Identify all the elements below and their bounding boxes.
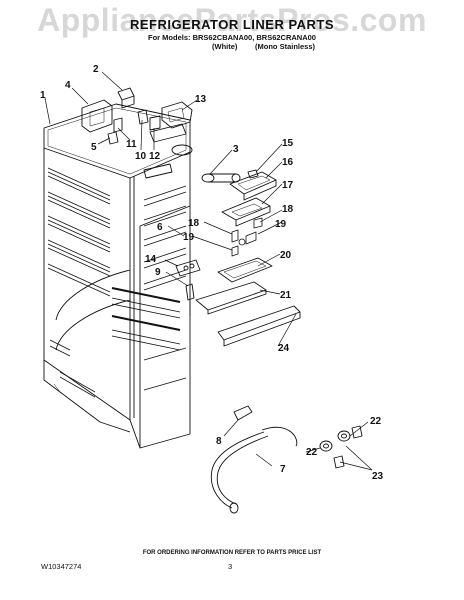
callout-22a: 22 (370, 416, 382, 427)
callout-19a: 19 (275, 219, 287, 230)
part-4-bracket (81, 99, 113, 133)
callout-17: 17 (282, 180, 294, 191)
callout-14: 14 (145, 254, 157, 265)
part-10-clip (137, 109, 149, 125)
part-12-clip (149, 115, 161, 131)
part-5-clip (107, 131, 119, 145)
part-14-switch (175, 259, 201, 277)
part-21-tray (195, 281, 267, 315)
right-shelf-rails (111, 185, 187, 391)
screws-18-19 (231, 217, 263, 257)
part-2-cap (117, 87, 135, 109)
top-housing (143, 123, 193, 179)
part-15-clip (247, 169, 259, 179)
model-numbers: For Models: BRS62CBANA00, BRS62CRANA00 (148, 33, 316, 42)
ordering-info: FOR ORDERING INFORMATION REFER TO PARTS … (142, 550, 322, 556)
part-16-housing (229, 171, 277, 201)
part-22-23-fasteners (319, 425, 363, 469)
callout-4: 4 (65, 80, 71, 91)
callout-19b: 19 (183, 232, 195, 243)
callout-21: 21 (280, 290, 292, 301)
variant-white: (White) (212, 42, 238, 51)
liner-body (43, 103, 191, 449)
callout-10: 10 (135, 151, 147, 162)
callout-13: 13 (195, 94, 207, 105)
callout-20: 20 (280, 250, 292, 261)
callout-5: 5 (91, 142, 97, 153)
part-17-cover (221, 197, 271, 227)
callout-3: 3 (233, 144, 239, 155)
part-13-bracket (161, 101, 193, 129)
callout-24: 24 (278, 343, 290, 354)
callout-15: 15 (282, 138, 294, 149)
rear-ridges (111, 287, 181, 331)
callout-2: 2 (93, 64, 99, 75)
left-shelf-rails (47, 167, 111, 398)
page-number: 3 (228, 562, 233, 571)
callout-11: 11 (126, 139, 137, 150)
callout-23: 23 (372, 471, 384, 482)
part-9-plug (185, 283, 195, 316)
callout-8: 8 (216, 436, 222, 447)
variant-mono-stainless: (Mono Stainless) (255, 42, 316, 51)
callout-18a: 18 (282, 204, 294, 215)
leader-lines (44, 71, 373, 471)
part-8-fitting (233, 405, 253, 421)
diagram-title: REFRIGERATOR LINER PARTS (129, 17, 335, 32)
callout-22b: 22 (306, 447, 318, 458)
callout-1: 1 (40, 90, 46, 101)
callout-18b: 18 (188, 218, 200, 229)
document-number: W10347274 (41, 562, 82, 571)
callout-16: 16 (282, 157, 294, 168)
part-20-board (217, 257, 273, 283)
callout-labels: 1 2 3 4 5 6 7 8 9 10 11 12 13 14 15 16 1… (40, 64, 384, 482)
callout-12: 12 (149, 151, 161, 162)
callout-9: 9 (155, 267, 161, 278)
callout-6: 6 (157, 222, 163, 233)
part-7-hose (210, 426, 298, 514)
part-3-cylinder (201, 173, 241, 183)
part-11-clip (113, 117, 123, 133)
callout-7: 7 (280, 464, 286, 475)
part-24-channel (217, 305, 301, 347)
